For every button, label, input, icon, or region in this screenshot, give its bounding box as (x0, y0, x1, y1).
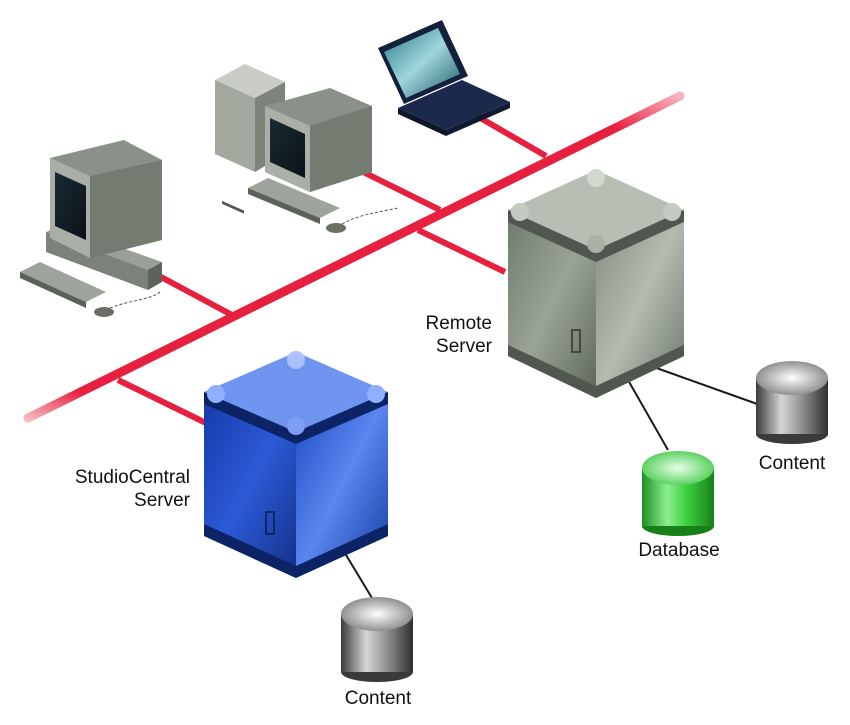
remote-server-label: Remote Server (425, 313, 492, 357)
database-label: Database (638, 540, 720, 561)
gray-cylinder-storage-icon (756, 361, 828, 444)
content-remote-label: Content (758, 453, 826, 474)
blue-server-cube-icon (204, 351, 388, 578)
green-cylinder-database-icon (642, 451, 714, 536)
laptop-icon (378, 20, 510, 136)
gray-server-cube-icon (508, 169, 684, 398)
desktop-workstation-icon (20, 140, 162, 317)
gray-cylinder-storage-icon-central (341, 597, 413, 682)
content-central-label: Content (344, 688, 412, 709)
tower-workstation-icon (215, 64, 399, 233)
studiocentral-server-label: StudioCentral Server (74, 467, 190, 511)
